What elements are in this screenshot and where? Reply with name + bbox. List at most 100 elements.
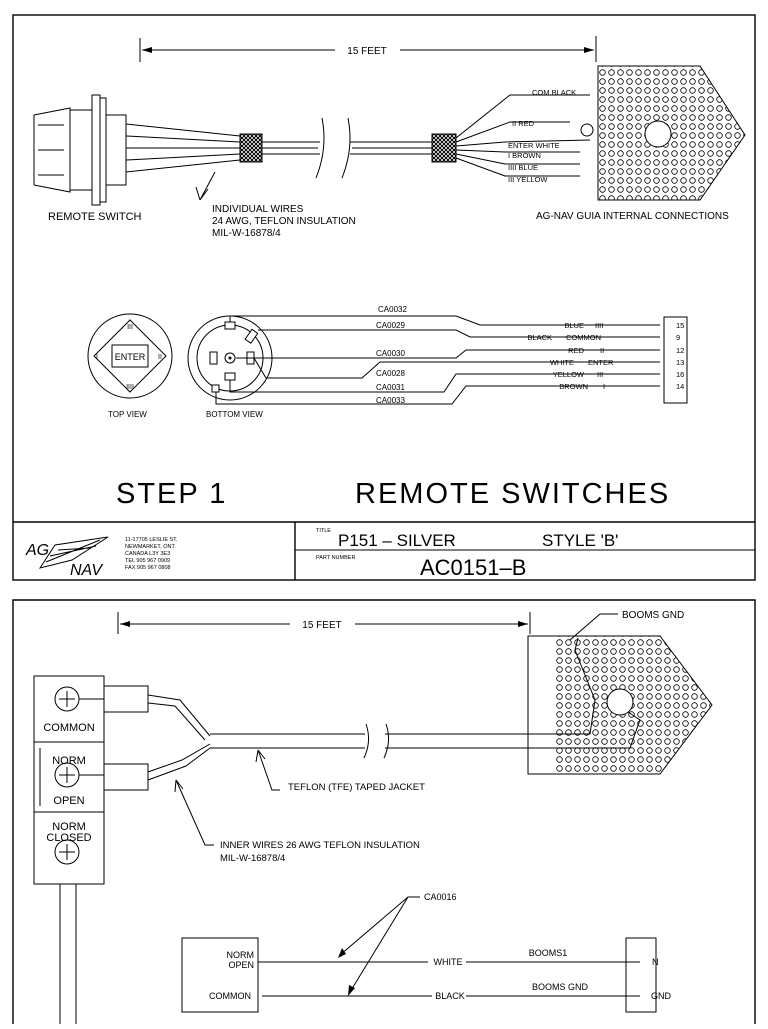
- terminal-label: CLOSED: [46, 832, 91, 844]
- pin-number: 12: [676, 346, 684, 355]
- schematic-signal-label: BOOMS GND: [532, 982, 589, 992]
- inner-note-line: INNER WIRES 26 AWG TEFLON INSULATION: [220, 840, 420, 851]
- logo-text-bottom: NAV: [70, 562, 103, 579]
- terminal-label: OPEN: [53, 795, 84, 807]
- part-number-caption: PART NUMBER: [316, 555, 355, 561]
- address-line: FAX 905 967 0808: [125, 565, 171, 571]
- ag-nav-logo: AG NAV: [25, 536, 109, 579]
- sheet-2-border: [12, 599, 756, 1024]
- address-line: CANADA L3Y 3E3: [125, 551, 170, 557]
- terminal-label: COMMON: [43, 722, 94, 734]
- dimension-15-feet: 15 FEET: [139, 36, 597, 62]
- cable-code-ca0016: CA0016: [424, 892, 457, 902]
- terminal-label: NORM: [52, 821, 86, 833]
- wire-signal: II: [600, 346, 604, 355]
- shrink-sleeve-left: [239, 133, 263, 163]
- address-line: 11-17705 LESLIE ST.: [125, 537, 178, 543]
- wire-signal: IIII: [595, 321, 603, 330]
- guia-label: AG-NAV GUIA INTERNAL CONNECTIONS: [536, 211, 729, 222]
- sheet-heading: REMOTE SWITCHES: [355, 478, 670, 510]
- step-label: STEP 1: [116, 478, 227, 510]
- schematic-pin-label: GND: [651, 991, 672, 1001]
- wire-note: INDIVIDUAL WIRES 24 AWG, TEFLON INSULATI…: [212, 204, 356, 239]
- title-block: AG NAV 11-17705 LESLIE ST. NEWMARKET, ON…: [13, 521, 755, 580]
- switch-label-left: I: [96, 354, 98, 361]
- guia-connector-bottom: [527, 635, 713, 775]
- booms-gnd-leader: [569, 613, 618, 641]
- part-number: AC0151–B: [420, 555, 526, 580]
- dimension-label: 15 FEET: [302, 620, 341, 631]
- guia-connector-top: [580, 65, 746, 201]
- address-line: TEL 905 967 0909: [125, 558, 170, 564]
- wire-signal: III: [597, 370, 603, 379]
- pigtail-label: IIII BLUE: [508, 163, 538, 172]
- bottom-view-label: BOTTOM VIEW: [206, 410, 263, 419]
- schematic-left-label: COMMON: [209, 991, 251, 1001]
- wire-note-line: MIL-W-16878/4: [212, 228, 281, 239]
- schematic-wire-label: BLACK: [435, 991, 465, 1001]
- enter-button-label: ENTER: [115, 352, 146, 362]
- switch-label-right: II: [158, 354, 162, 361]
- pin-number: 16: [676, 370, 684, 379]
- top-view-label: TOP VIEW: [108, 410, 147, 419]
- wire-color: YELLOW: [553, 370, 585, 379]
- pigtail-labels: COM BLACK II RED ENTER WHITE I BROWN III…: [508, 88, 576, 184]
- booms-gnd-callout: BOOMS GND: [622, 610, 684, 621]
- sheet-2: 15 FEET COMMON NORM OPEN NORM CLOSED: [12, 599, 756, 1024]
- jacket-note-leader: [255, 749, 280, 791]
- dimension-15-feet-2: 15 FEET: [117, 612, 531, 634]
- sheet-1-border: [12, 14, 756, 581]
- pin-number: 9: [676, 333, 680, 342]
- cable-bundle: [239, 94, 591, 179]
- drawing-title: P151 – SILVER: [338, 531, 456, 550]
- pigtail-label: I BROWN: [508, 151, 541, 160]
- schematic-wire-label: WHITE: [434, 957, 463, 967]
- company-address: 11-17705 LESLIE ST. NEWMARKET, ONT. CANA…: [125, 537, 178, 571]
- switch-terminal-block: COMMON NORM OPEN NORM CLOSED: [33, 675, 105, 1024]
- top-view-switch: ENTER III I II IIII: [87, 313, 173, 399]
- pigtail-label: ENTER WHITE: [508, 141, 560, 150]
- schematic-pin-label: N: [652, 957, 659, 967]
- inner-note-line: MIL-W-16878/4: [220, 853, 285, 864]
- sheet-1: 15 FEET REMOTE SWITCH: [12, 14, 756, 581]
- cable-code: CA0030: [376, 349, 405, 358]
- schematic-signal-label: BOOMS1: [529, 948, 568, 958]
- cable-code: CA0029: [376, 321, 405, 330]
- wire-note-line: 24 AWG, TEFLON INSULATION: [212, 216, 356, 227]
- terminal-label: NORM: [52, 755, 86, 767]
- pigtail-label: II RED: [512, 119, 535, 128]
- pin-number: 13: [676, 358, 684, 367]
- cable-code: CA0033: [376, 396, 405, 405]
- schematic-left-label: OPEN: [228, 960, 254, 970]
- cable-code: CA0031: [376, 383, 405, 392]
- schematic-left-label: NORM: [227, 950, 255, 960]
- wire-color: BLUE: [564, 321, 584, 330]
- pin-block: [663, 316, 688, 404]
- wire-color: BLACK: [527, 333, 552, 342]
- jacket-note: TEFLON (TFE) TAPED JACKET: [288, 782, 425, 793]
- shrink-sleeve-right: [431, 133, 457, 163]
- wire-signal: I: [603, 382, 605, 391]
- wire-signal: COMMON: [566, 333, 601, 342]
- drawing-style: STYLE 'B': [542, 531, 618, 550]
- ca-wiring: CA0032 CA0029 CA0030 CA0028 CA0031 CA003…: [215, 305, 688, 405]
- remote-switch-label: REMOTE SWITCH: [48, 211, 142, 223]
- switch-label-top: III: [127, 324, 133, 331]
- pigtail-label: COM BLACK: [532, 88, 576, 97]
- booms-schematic: CA0016 NORM OPEN COMMON WHITE BLACK BOOM…: [181, 892, 672, 1013]
- address-line: NEWMARKET, ONT.: [125, 544, 176, 550]
- logo-text-top: AG: [25, 542, 49, 559]
- title-caption: TITLE: [316, 528, 331, 534]
- cable-code: CA0028: [376, 369, 405, 378]
- inner-note-leader: [174, 779, 214, 846]
- remote-switch-connector: [33, 94, 241, 206]
- cable-code: CA0032: [378, 305, 407, 314]
- wire-color: WHITE: [550, 358, 574, 367]
- pin-number: 15: [676, 321, 684, 330]
- wire-signal: ENTER: [588, 358, 614, 367]
- wire-note-leader: [195, 171, 216, 201]
- switch-label-bottom: IIII: [126, 384, 134, 391]
- pin-number: 14: [676, 382, 684, 391]
- wire-color: RED: [568, 346, 584, 355]
